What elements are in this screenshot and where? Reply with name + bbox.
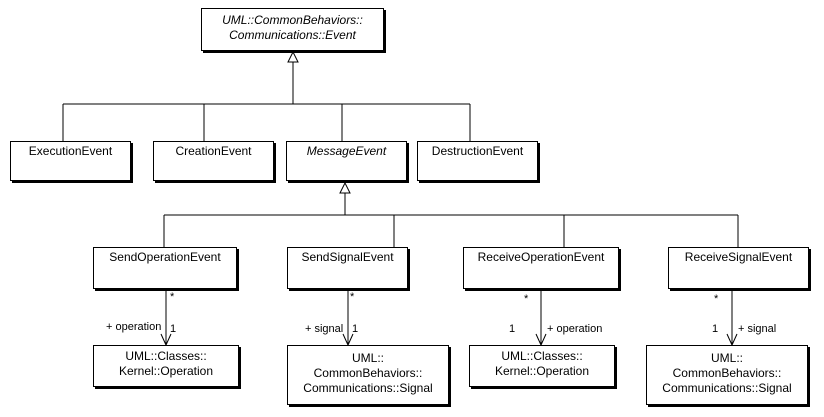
class-send-operation-event: SendOperationEvent — [93, 247, 237, 289]
class-signal-2-line2: CommonBehaviors:: — [672, 365, 782, 380]
class-kernel-operation-1-line1: UML::Classes:: — [125, 349, 207, 363]
assoc-3-target-multiplicity: 1 — [509, 323, 516, 335]
class-message-event: MessageEvent — [286, 141, 407, 181]
class-signal-2-line3: Communications::Signal — [662, 380, 792, 395]
class-creation-event-label: CreationEvent — [175, 144, 252, 158]
assoc-2-role: + signal — [305, 323, 344, 335]
class-kernel-operation-1: UML::Classes:: Kernel::Operation — [93, 345, 239, 387]
assoc-4-role: + signal — [738, 323, 777, 335]
class-event-line1: UML::CommonBehaviors:: — [222, 12, 363, 27]
class-message-event-label: MessageEvent — [306, 144, 387, 158]
class-receive-signal-event: ReceiveSignalEvent — [668, 247, 809, 289]
class-kernel-operation-1-line2: Kernel::Operation — [118, 364, 214, 378]
class-creation-event: CreationEvent — [153, 141, 274, 181]
generalization-arrowhead-event — [287, 50, 299, 63]
class-kernel-operation-2-line1: UML::Classes:: — [501, 349, 583, 363]
class-receive-operation-event-label: ReceiveOperationEvent — [477, 250, 605, 264]
class-send-signal-event-label: SendSignalEvent — [301, 250, 394, 264]
class-kernel-operation-2-line2: Kernel::Operation — [494, 364, 590, 378]
class-signal-1-line2: CommonBehaviors:: — [313, 365, 423, 380]
class-destruction-event-label: DestructionEvent — [431, 144, 524, 158]
class-send-signal-event: SendSignalEvent — [287, 247, 408, 289]
assoc-3-source-multiplicity: * — [524, 293, 529, 305]
assoc-1-target-multiplicity: 1 — [170, 323, 177, 335]
class-event: UML::CommonBehaviors:: Communications::E… — [201, 8, 384, 51]
class-execution-event-label: ExecutionEvent — [28, 144, 113, 158]
assoc-3-role: + operation — [547, 323, 603, 335]
class-signal-2: UML:: CommonBehaviors:: Communications::… — [646, 345, 808, 405]
assoc-2-source-multiplicity: * — [350, 291, 355, 303]
generalization-arrowhead-message — [339, 181, 351, 194]
class-kernel-operation-2: UML::Classes:: Kernel::Operation — [469, 345, 615, 387]
class-signal-2-line1: UML:: — [710, 350, 743, 365]
assoc-4-target-multiplicity: 1 — [712, 323, 719, 335]
class-signal-1: UML:: CommonBehaviors:: Communications::… — [287, 345, 449, 405]
class-send-operation-event-label: SendOperationEvent — [109, 250, 221, 264]
assoc-4-source-multiplicity: * — [714, 293, 719, 305]
class-receive-signal-event-label: ReceiveSignalEvent — [684, 250, 793, 264]
class-receive-operation-event: ReceiveOperationEvent — [463, 247, 619, 289]
assoc-2-target-multiplicity: 1 — [352, 323, 359, 335]
class-event-line2: Communications::Event — [229, 27, 356, 42]
assoc-1-role: + operation — [106, 321, 162, 333]
class-destruction-event: DestructionEvent — [417, 141, 538, 181]
class-execution-event: ExecutionEvent — [10, 141, 131, 181]
assoc-1-source-multiplicity: * — [170, 291, 175, 303]
class-signal-1-line3: Communications::Signal — [303, 380, 433, 395]
class-signal-1-line1: UML:: — [351, 350, 384, 365]
